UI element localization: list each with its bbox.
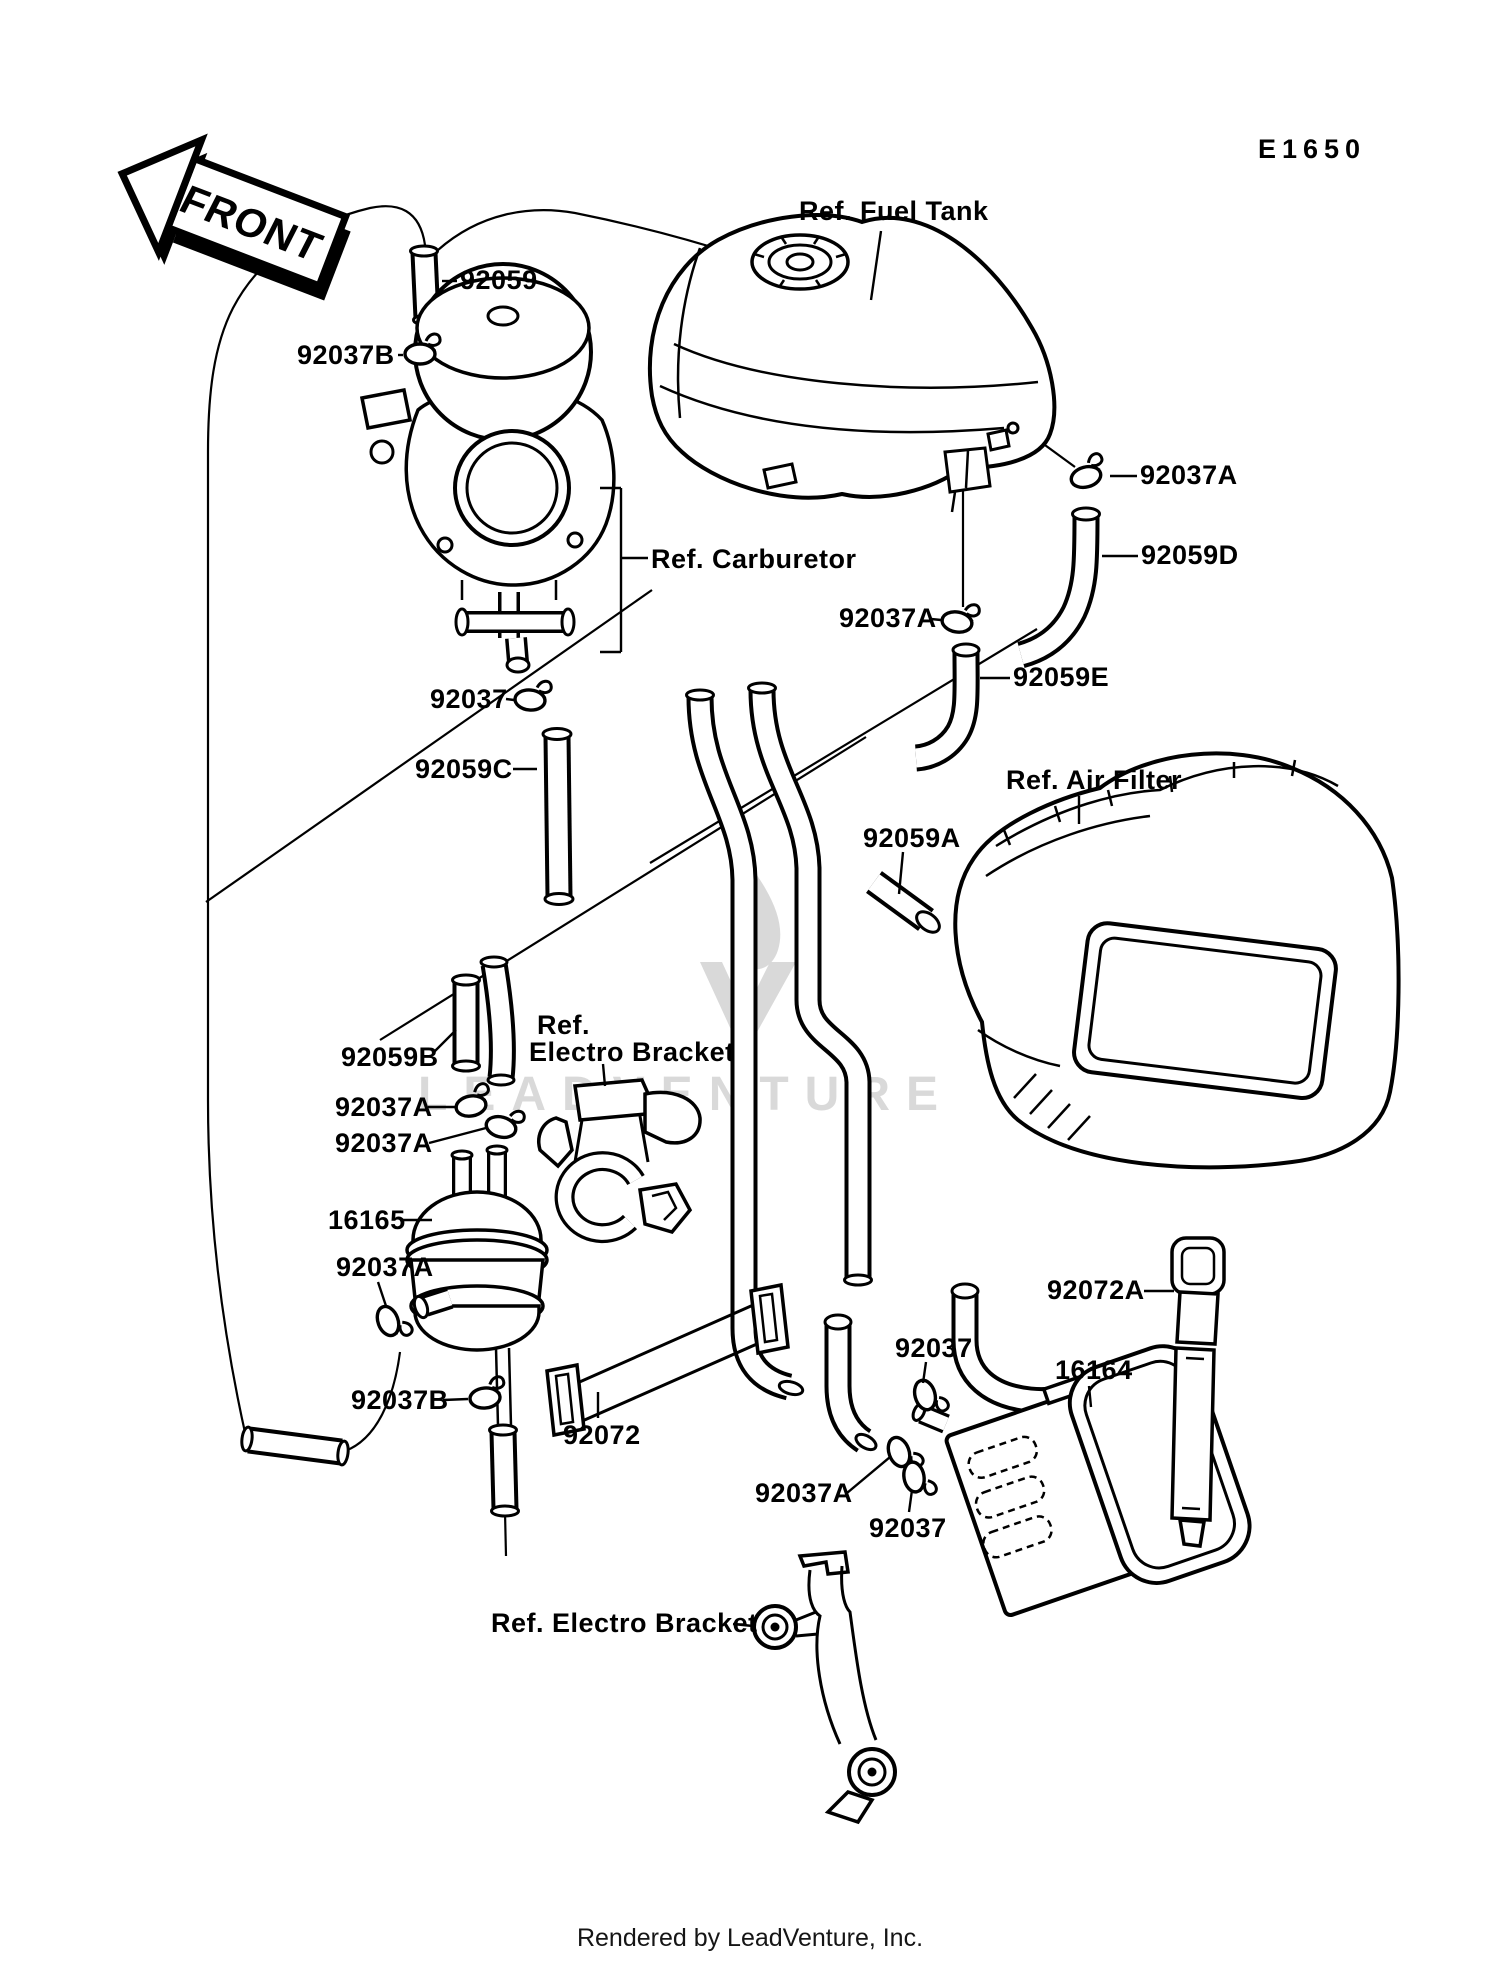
ref-label-electro-bracket-line1: Ref. (537, 1010, 591, 1040)
part-label-92059d: 92059D (1141, 540, 1239, 570)
part-label-92072: 92072 (563, 1420, 641, 1450)
electro-bracket-mid-drawing (537, 1078, 702, 1244)
ref-label-air-filter: Ref. Air Filter (1006, 765, 1183, 795)
ref-label-carburetor: Ref. Carburetor (651, 544, 857, 574)
ref-label-fuel-tank: Ref. Fuel Tank (799, 196, 989, 226)
hoses (240, 244, 1101, 1518)
fuel-tank-drawing (647, 213, 1057, 513)
part-label-92059: 92059 (460, 265, 538, 295)
part-label-92037-carb: 92037 (430, 684, 508, 714)
air-filter-drawing (953, 751, 1401, 1170)
electro-bracket-bottom-drawing (752, 1550, 897, 1825)
footer-credit: Rendered by LeadVenture, Inc. (576, 1924, 924, 1952)
front-arrow-icon: FRONT (117, 133, 351, 301)
strap-92072a-drawing (1170, 1236, 1226, 1548)
ref-label-electro-bracket-line2: Electro Bracket (529, 1037, 735, 1067)
part-label-92059c: 92059C (415, 754, 513, 784)
part-label-92037a-carb: 92037A (839, 603, 937, 633)
part-label-92037a-tank: 92037A (1140, 460, 1238, 490)
part-label-92072a: 92072A (1047, 1275, 1145, 1305)
fuel-filter-drawing (405, 1144, 549, 1427)
part-label-92037a-2: 92037A (335, 1128, 433, 1158)
part-label-92037b-top: 92037B (297, 340, 395, 370)
part-label-92059b: 92059B (341, 1042, 439, 1072)
part-label-16164: 16164 (1055, 1355, 1133, 1385)
part-label-92059a: 92059A (863, 823, 961, 853)
drawing-code: E1650 (1258, 134, 1367, 164)
part-label-92037-bottom: 92037 (869, 1513, 947, 1543)
ref-label-electro-bracket-bottom: Ref. Electro Bracket (491, 1608, 758, 1638)
strap-92072-drawing (545, 1282, 790, 1438)
part-label-92037b-bottom: 92037B (351, 1385, 449, 1415)
part-label-16165: 16165 (328, 1205, 406, 1235)
carburetor-drawing (359, 262, 616, 674)
part-label-92037a-bottom: 92037A (755, 1478, 853, 1508)
part-label-92037a-filter: 92037A (336, 1252, 434, 1282)
part-label-92037-canister: 92037 (895, 1333, 973, 1363)
part-label-92037a-1: 92037A (335, 1092, 433, 1122)
leader-lines (376, 230, 1174, 1628)
part-label-92059e: 92059E (1013, 662, 1110, 692)
